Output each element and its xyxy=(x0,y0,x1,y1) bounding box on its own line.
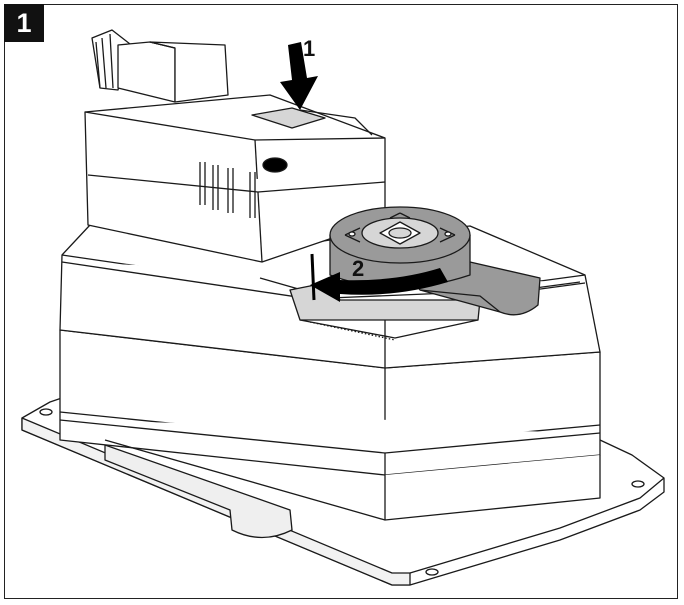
underside-hub xyxy=(104,444,293,539)
figure-number-badge: 1 xyxy=(4,4,44,42)
clamp-disc[interactable] xyxy=(329,206,471,289)
indicator-hole xyxy=(262,157,288,173)
cable-gland xyxy=(91,29,229,103)
step-1-label: 1 xyxy=(303,36,315,61)
step-2-label: 2 xyxy=(352,256,364,281)
control-cover xyxy=(84,94,386,263)
figure-frame xyxy=(4,4,678,599)
arrow-down-icon xyxy=(280,42,318,110)
curved-arrow-left-icon xyxy=(310,253,448,302)
release-button[interactable] xyxy=(251,107,326,129)
